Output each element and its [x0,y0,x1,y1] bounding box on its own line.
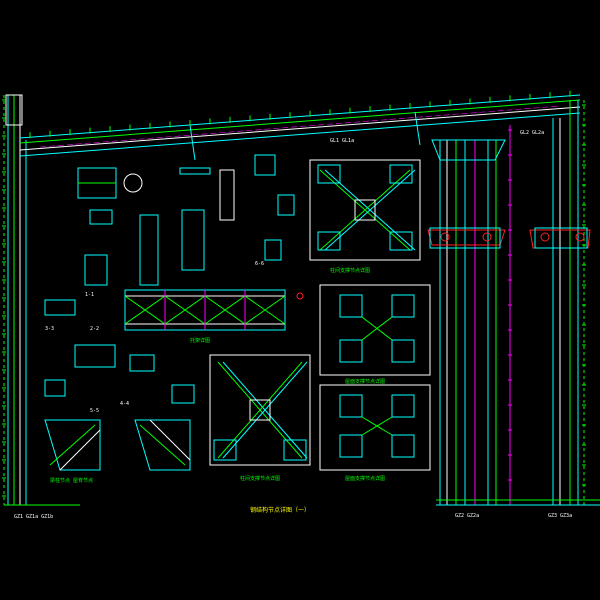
label-node-a: 屋面支撑节点详图 [345,378,385,385]
brace-x-top [309,159,421,261]
left-column [3,94,80,506]
label-roof-right: GL2 GL2a [520,130,544,136]
node-details [319,284,431,471]
right-columns [427,100,600,506]
haunch-details [44,419,191,471]
label-left-bottom: GZ1 GZ1a GZ1b [14,514,53,520]
label-brace-top: 柱间支撑节点详图 [330,267,370,274]
label-detail-2: 2-2 [90,326,99,332]
label-right-bottom-a: GZ2 GZ2a [455,513,479,519]
text-labels: GZ1 GZ1a GZ1b GZ2 GZ2a GZ3 GZ3a GL1 GL1a… [14,130,572,520]
red-callouts [296,232,585,300]
label-detail-6: 6-6 [255,261,264,267]
label-node-b: 屋面支撑节点详图 [345,475,385,482]
truss-detail [124,289,286,331]
dimension-ticks [2,99,586,497]
label-detail-4: 4-4 [120,401,129,407]
label-truss: 托架详图 [190,337,210,344]
label-detail-3: 3-3 [45,326,54,332]
label-right-bottom-b: GZ3 GZ3a [548,513,572,519]
roof-purlin-ticks [29,90,571,139]
label-detail-1: 1-1 [85,292,94,298]
label-brace-bottom: 柱间支撑节点详图 [240,475,280,482]
roof-rafter [19,94,581,161]
brace-x-bottom [209,354,311,466]
label-haunch: 梁柱节点 屋脊节点 [50,477,93,484]
label-detail-5: 5-5 [90,408,99,414]
small-details [44,154,295,404]
sheet-title: 钢结构节点详图（一） [250,506,310,514]
label-roof-mid: GL1 GL1a [330,138,354,144]
